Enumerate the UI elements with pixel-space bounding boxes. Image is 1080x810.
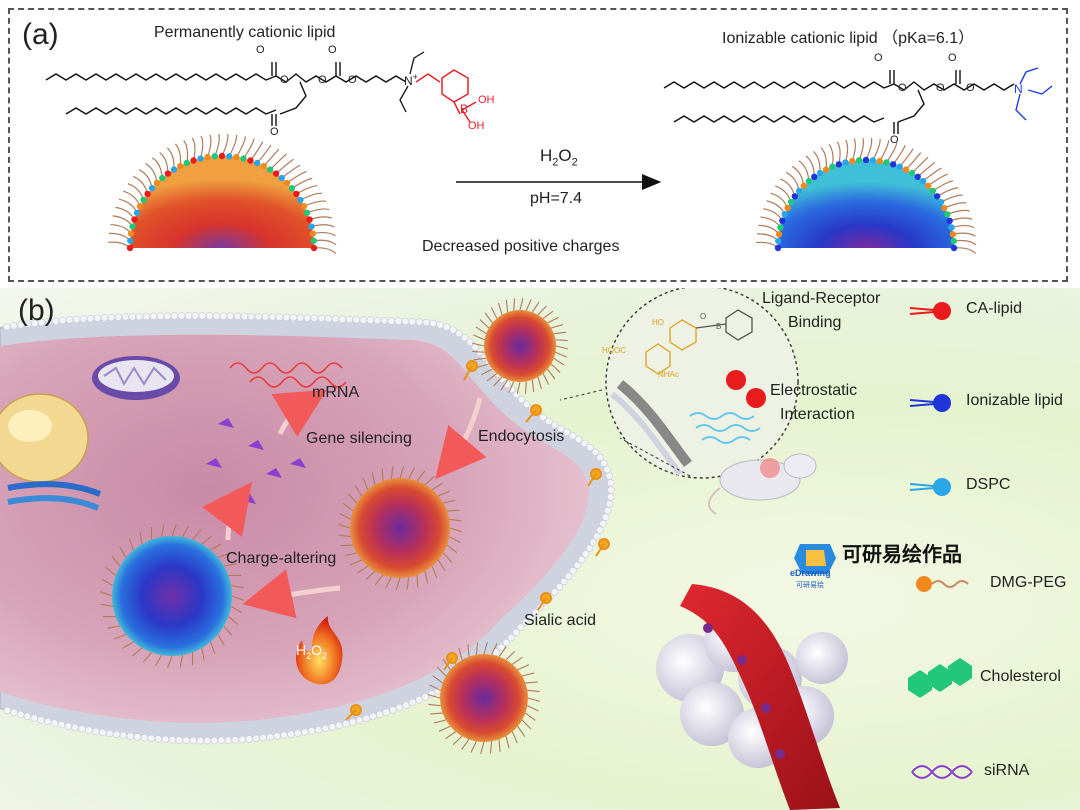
h2o2-flame <box>295 616 343 685</box>
electrostatic-label: Electrostatic <box>770 382 858 399</box>
chem-atom: O <box>890 134 899 146</box>
golgi <box>7 481 102 511</box>
inset-chem-label: NHAc <box>658 370 679 379</box>
legend-ca-lipid: CA-lipid <box>966 300 1023 317</box>
chem-atom: O <box>936 82 945 94</box>
nanoparticle-outside <box>484 310 556 382</box>
mrna-strands <box>229 362 347 388</box>
mitochondria <box>92 356 180 400</box>
process-arrows <box>202 389 487 619</box>
boronic-group <box>415 69 477 123</box>
edrawing-logo <box>794 544 836 574</box>
panel-a-letter: (a) <box>22 18 59 51</box>
ionizable-lipid-title: Ionizable cationic lipid （pKa=6.1） <box>722 30 975 47</box>
inset-chem-label: HOOC <box>602 346 626 355</box>
mouse-illustration <box>708 453 817 515</box>
panel-b-letter: (b) <box>18 294 55 327</box>
chem-atom-b: B <box>460 102 469 116</box>
binding-inset <box>559 288 799 479</box>
ethyl-groups-left <box>399 51 425 113</box>
watermark-title: 可研易绘作品 <box>842 544 962 566</box>
sialic-acid-label: Sialic acid <box>524 612 597 629</box>
ionizable-lipid-structure <box>663 70 1015 134</box>
inset-chem-label: HO <box>652 318 664 327</box>
gene-silencing-label: Gene silencing <box>306 430 412 447</box>
ph-label: pH=7.4 <box>530 190 583 207</box>
panel-a-drawing <box>45 51 1053 255</box>
sirna-fragments <box>206 418 306 504</box>
panel-b-drawing <box>0 288 973 810</box>
cyan-lipid-icon <box>909 478 951 496</box>
chem-atom-n: N+ <box>404 72 418 88</box>
vessel-nanoparticles <box>703 623 785 759</box>
inset-chem-label: O <box>700 312 707 321</box>
chem-atom-oh: OH <box>478 94 495 106</box>
edrawing-logo-subtext: 可研易绘 <box>796 582 824 589</box>
chem-atom: O <box>874 52 883 64</box>
nanoparticle-endosome <box>350 478 450 578</box>
chem-atom: O <box>328 44 337 56</box>
blue-lipid-icon <box>909 394 951 412</box>
nanoparticle-charge-altered <box>112 536 232 656</box>
permanent-lipid-title: Permanently cationic lipid <box>154 24 336 41</box>
blue-nanoparticle-half <box>756 137 977 254</box>
chem-atom: O <box>948 52 957 64</box>
panel-a: (a) Permanently cationic lipid Ionizable… <box>8 8 1068 282</box>
mrna-label: mRNA <box>312 384 360 401</box>
binding-label: Binding <box>788 314 842 331</box>
decreased-charges-label: Decreased positive charges <box>422 238 620 255</box>
interaction-label: Interaction <box>780 406 855 423</box>
endocytosis-label: Endocytosis <box>478 428 565 445</box>
panel-b: (b) mRNA Gene silencing Endocytosis Char… <box>0 288 1080 810</box>
h2o2-label: H2O2 <box>540 146 578 169</box>
chem-atom-oh: OH <box>468 120 485 132</box>
chem-atom: O <box>256 44 265 56</box>
chem-atom: O <box>966 82 975 94</box>
permanent-lipid-structure <box>45 62 407 126</box>
legend-dmg-peg: DMG-PEG <box>990 574 1067 591</box>
legend-ionizable-lipid: Ionizable lipid <box>966 392 1063 409</box>
cholesterol-icon <box>908 658 972 698</box>
red-lipid-icon <box>909 302 951 320</box>
chem-atom: O <box>348 74 357 86</box>
nanoparticle-peg-hairs <box>99 297 569 755</box>
sirna-icon <box>911 765 973 779</box>
nanoparticle-bottom <box>440 654 528 742</box>
sialic-acid-receptors <box>345 360 610 721</box>
red-nanoparticle-half <box>108 133 337 255</box>
legend-dspc: DSPC <box>966 476 1011 493</box>
chem-atom: O <box>318 74 327 86</box>
blood-vessel <box>680 584 840 810</box>
amine-group <box>1015 67 1053 121</box>
legend-cholesterol: Cholesterol <box>980 668 1061 685</box>
chem-atom-n: N <box>1014 82 1023 96</box>
peg-icon <box>916 576 969 592</box>
ligand-receptor-label: Ligand-Receptor <box>762 290 881 307</box>
legend-sirna: siRNA <box>984 762 1030 779</box>
edrawing-logo-text: eDrawing <box>790 568 831 578</box>
chem-atom: O <box>898 82 907 94</box>
nucleus <box>0 393 89 483</box>
chem-atom: O <box>280 74 289 86</box>
chem-atom: O <box>270 126 279 138</box>
inset-chem-label: B <box>716 322 722 331</box>
charge-altering-label: Charge-altering <box>226 550 337 567</box>
h2o2-flame-label: H2O2 <box>296 642 328 661</box>
